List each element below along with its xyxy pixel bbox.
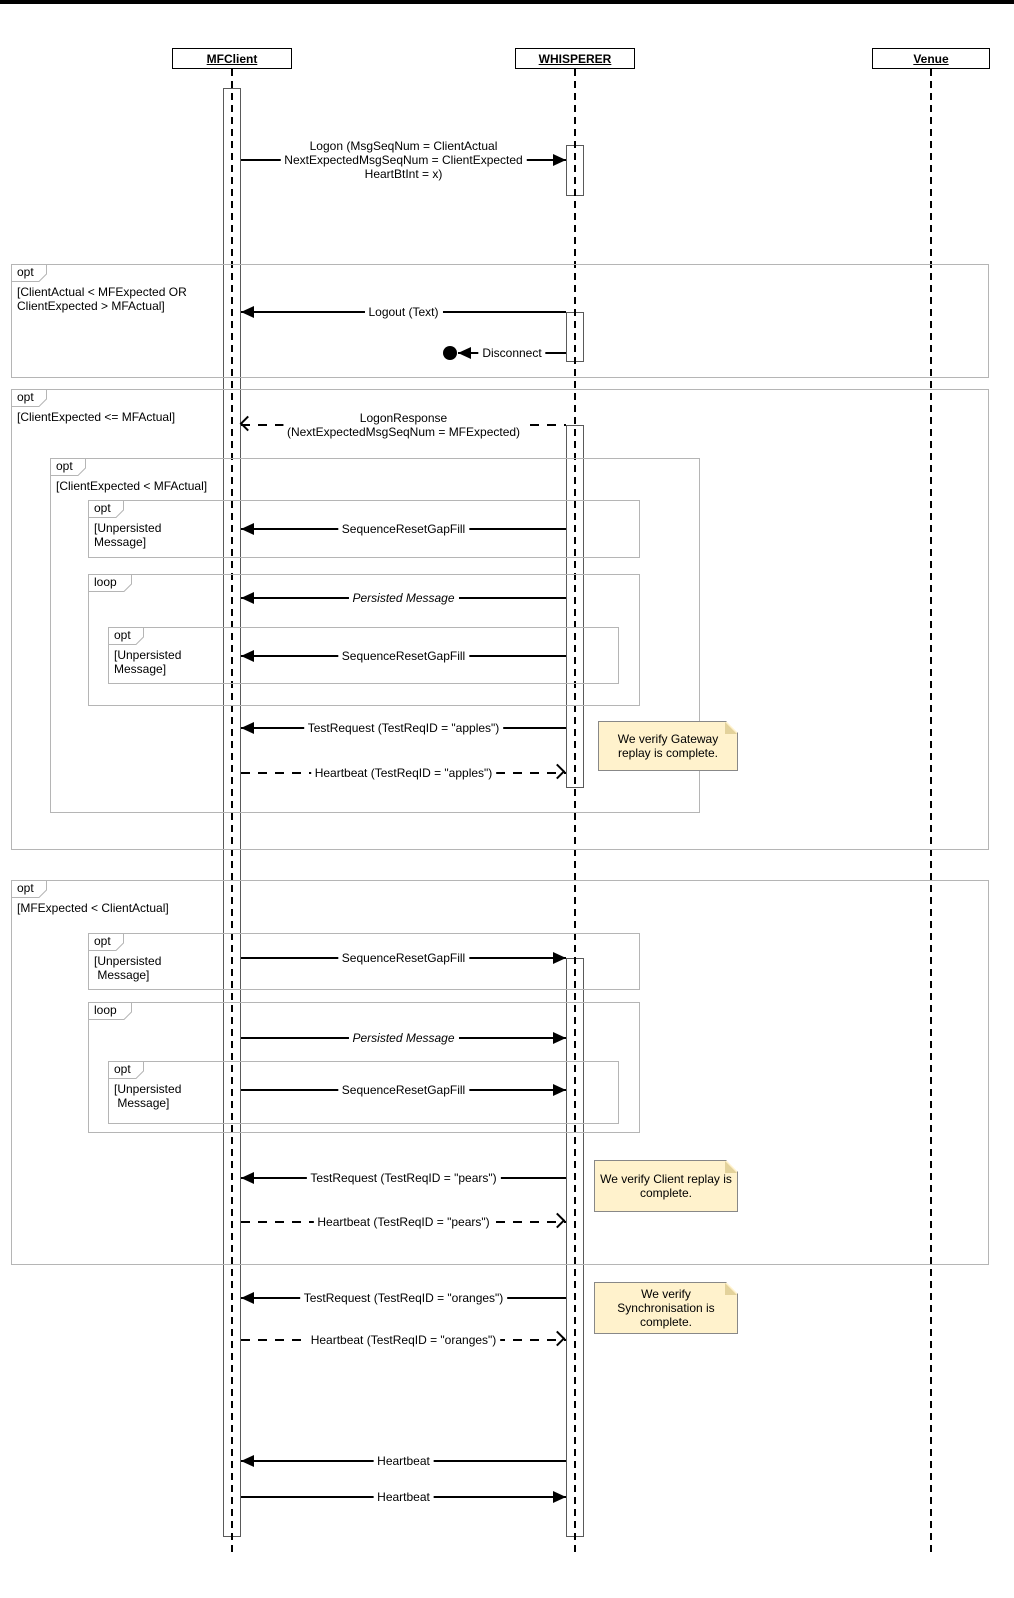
lifeline-mfclient [231, 69, 233, 1557]
arrowhead-filled-icon [241, 1172, 254, 1184]
message-sequenceresetgapfill-label: SequenceResetGapFill [337, 649, 470, 663]
note-text: We verify Gateway replay is complete. [617, 732, 719, 760]
fragment-opt: opt [ClientExpected < MFActual] [50, 458, 700, 813]
fragment-guard: [ClientExpected < MFActual] [56, 479, 208, 493]
actor-box-whisperer: WHISPERER [515, 48, 635, 69]
message-testrequest-label: TestRequest (TestReqID = "pears") [306, 1171, 501, 1185]
fragment-opt: opt [Unpersisted Message] [88, 933, 640, 990]
fragment-operator-tab: opt [108, 627, 144, 645]
fragment-guard: [Unpersisted Message] [114, 648, 182, 676]
arrowhead-filled-icon [241, 523, 254, 535]
fragment-operator-label: opt [94, 501, 111, 515]
fragment-operator-label: opt [17, 265, 34, 279]
arrowhead-filled-icon [553, 1491, 566, 1503]
arrowhead-open-icon [549, 1330, 566, 1347]
fragment-opt: opt [ClientExpected <= MFActual] [11, 389, 989, 850]
fragment-guard: [ClientActual < MFExpected OR ClientExpe… [17, 285, 187, 313]
message-sequenceresetgapfill-label: SequenceResetGapFill [337, 522, 470, 536]
message-heartbeat-label: Heartbeat [373, 1490, 434, 1504]
fragment-operator-tab: opt [88, 933, 124, 951]
fragment-operator-tab: opt [50, 458, 86, 476]
actor-box-mfclient: MFClient [172, 48, 292, 69]
arrowhead-filled-icon [241, 1455, 254, 1467]
message-logon-label: Logon (MsgSeqNum = ClientActual NextExpe… [280, 139, 527, 181]
note-fold-icon [725, 1283, 737, 1295]
note-text: We verify Client replay is complete. [600, 1172, 732, 1200]
fragment-guard: [MFExpected < ClientActual] [17, 901, 169, 915]
message-heartbeat-label: Heartbeat (TestReqID = "apples") [310, 766, 497, 780]
fragment-operator-label: opt [94, 934, 111, 948]
fragment-opt: opt [Unpersisted Message] [108, 627, 619, 684]
message-logout-label: Logout (Text) [364, 305, 443, 319]
note-text: We verify Synchronisation is complete. [617, 1287, 715, 1329]
message-heartbeat-label: Heartbeat (TestReqID = "pears") [313, 1215, 494, 1229]
arrowhead-filled-icon [458, 347, 471, 359]
fragment-guard: [Unpersisted Message] [94, 521, 162, 549]
top-border [0, 0, 1014, 4]
fragment-guard: [Unpersisted Message] [114, 1082, 182, 1110]
arrowhead-filled-icon [241, 306, 254, 318]
fragment-operator-label: opt [17, 390, 34, 404]
message-persisted-label: Persisted Message [348, 1031, 459, 1045]
fragment-operator-tab: opt [11, 880, 47, 898]
message-sequenceresetgapfill-label: SequenceResetGapFill [337, 1083, 470, 1097]
message-logonresponse-label: LogonResponse (NextExpectedMsgSeqNum = M… [282, 411, 525, 439]
message-sequenceresetgapfill-label: SequenceResetGapFill [337, 951, 470, 965]
fragment-opt: opt [ClientActual < MFExpected OR ClientE… [11, 264, 989, 378]
fragment-operator-label: loop [94, 575, 117, 589]
arrowhead-filled-icon [241, 1292, 254, 1304]
fragment-operator-label: opt [17, 881, 34, 895]
message-disconnect-label: Disconnect [478, 346, 546, 360]
message-testrequest-label: TestRequest (TestReqID = "oranges") [299, 1291, 508, 1305]
fragment-operator-tab: loop [88, 1002, 132, 1020]
fragment-operator-tab: loop [88, 574, 132, 592]
arrowhead-filled-icon [553, 1032, 566, 1044]
fragment-operator-tab: opt [11, 389, 47, 407]
fragment-loop: loop [88, 1002, 640, 1133]
message-heartbeat-label: Heartbeat (TestReqID = "oranges") [306, 1333, 501, 1347]
fragment-operator-tab: opt [88, 500, 124, 518]
arrowhead-filled-icon [553, 952, 566, 964]
message-persisted-label: Persisted Message [348, 591, 459, 605]
fragment-opt: opt [Unpersisted Message] [88, 500, 640, 558]
actor-label-whisperer: WHISPERER [538, 51, 612, 66]
fragment-operator-label: opt [56, 459, 73, 473]
fragment-loop: loop [88, 574, 640, 706]
actor-box-venue: Venue [872, 48, 990, 69]
fragment-guard: [Unpersisted Message] [94, 954, 162, 982]
lifeline-whisperer [574, 69, 576, 1557]
fragment-operator-label: loop [94, 1003, 117, 1017]
arrowhead-filled-icon [553, 154, 566, 166]
fragment-operator-label: opt [114, 1062, 131, 1076]
message-testrequest-label: TestRequest (TestReqID = "apples") [303, 721, 504, 735]
message-heartbeat-label: Heartbeat [373, 1454, 434, 1468]
arrowhead-filled-icon [241, 722, 254, 734]
fragment-opt: opt [MFExpected < ClientActual] [11, 880, 989, 1265]
fragment-operator-label: opt [114, 628, 131, 642]
arrowhead-filled-icon [241, 592, 254, 604]
arrowhead-filled-icon [553, 1084, 566, 1096]
note: We verify Client replay is complete. [594, 1160, 738, 1212]
fragment-opt: opt [Unpersisted Message] [108, 1061, 619, 1124]
fragment-operator-tab: opt [11, 264, 47, 282]
note: We verify Gateway replay is complete. [598, 721, 738, 771]
fragment-guard: [ClientExpected <= MFActual] [17, 410, 176, 424]
fragment-operator-tab: opt [108, 1061, 144, 1079]
actor-label-mfclient: MFClient [206, 51, 258, 66]
note: We verify Synchronisation is complete. [594, 1282, 738, 1334]
actor-label-venue: Venue [913, 51, 949, 66]
lifeline-venue [930, 69, 932, 1557]
arrowhead-filled-icon [241, 650, 254, 662]
disconnect-endpoint-icon [443, 346, 457, 360]
